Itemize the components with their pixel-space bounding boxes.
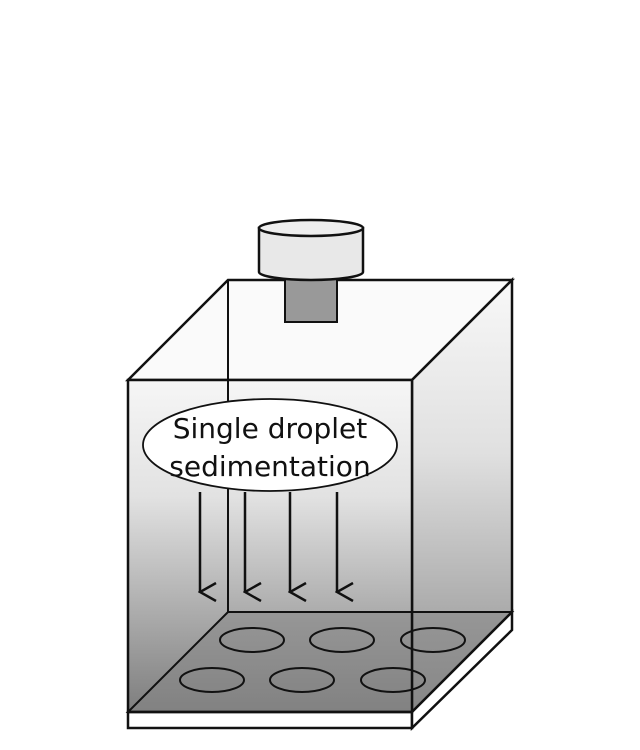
well-group xyxy=(179,627,466,693)
camera-lens xyxy=(284,275,338,323)
well xyxy=(269,667,335,693)
camera-body xyxy=(257,226,365,282)
label-bubble xyxy=(142,398,398,492)
well xyxy=(400,627,466,653)
well xyxy=(309,627,375,653)
plate-base-front xyxy=(126,710,414,730)
arrow-group xyxy=(200,492,337,592)
plate-base-side xyxy=(410,608,514,731)
well xyxy=(360,667,426,693)
chamber-front-outline xyxy=(126,378,414,714)
label-line-1: Single droplet xyxy=(173,412,368,445)
camera-top xyxy=(257,218,365,238)
well xyxy=(219,627,285,653)
well xyxy=(179,667,245,693)
label-line-2: sedimentation xyxy=(169,450,370,483)
